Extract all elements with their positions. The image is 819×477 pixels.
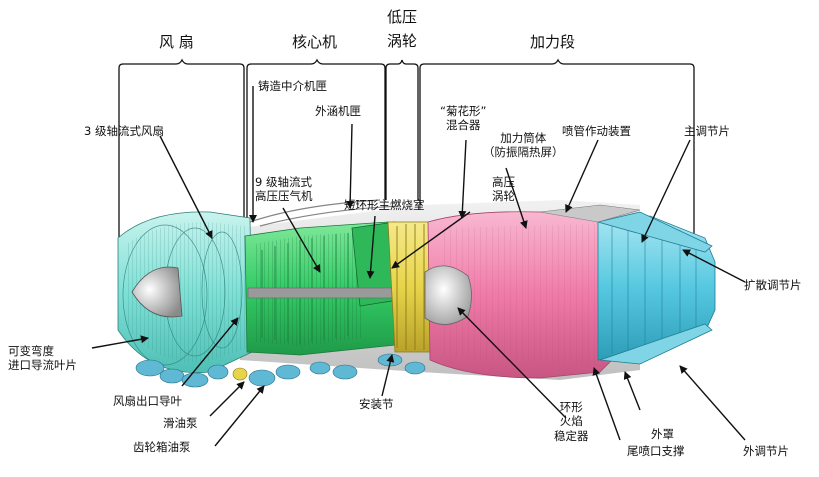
- label-combustor: 短环形主燃烧室: [344, 198, 425, 212]
- label-hp-turbine-line1: 高压: [492, 175, 515, 189]
- label-flame-holder-line2: 火焰: [559, 414, 583, 429]
- label-compressor: 9 级轴流式 高压压气机: [255, 175, 313, 204]
- label-primary-flap: 主调节片: [684, 124, 730, 138]
- label-igv-line1: 可变弯度: [8, 344, 54, 358]
- label-igv: 可变弯度 进口导流叶片: [8, 344, 77, 373]
- label-hp-turbine-line2: 涡轮: [492, 189, 515, 204]
- label-diverging-flap: 扩散调节片: [744, 278, 802, 292]
- label-outer-flap: 外调节片: [743, 444, 789, 458]
- label-flame-holder-line3: 稳定器: [554, 428, 589, 443]
- label-nozzle-support: 尾喷口支撑: [627, 444, 685, 458]
- section-lp-turbine: 低压 涡轮: [387, 10, 417, 49]
- label-flame-holder-line1: 环形: [559, 400, 583, 414]
- label-liner-line2: （防振隔热屏）: [483, 145, 564, 160]
- label-hp-turbine: 高压 涡轮: [492, 175, 515, 204]
- label-flame-holder: 环形 火焰 稳定器: [554, 400, 589, 443]
- section-core: 核心机: [292, 33, 338, 51]
- label-compressor-line1: 9 级轴流式: [255, 175, 312, 189]
- leader-lines: [91, 86, 746, 447]
- label-liner: 加力筒体 （防振隔热屏）: [483, 131, 564, 160]
- label-cast-frame: 铸造中介机匣: [258, 79, 327, 93]
- label-fan-stage: 3 级轴流式风扇: [84, 124, 164, 138]
- section-afterburner: 加力段: [530, 33, 576, 51]
- engine-body: [117, 199, 716, 388]
- label-mixer-line1: “菊花形”: [440, 104, 487, 118]
- label-shroud: 外罩: [651, 427, 674, 441]
- section-lp-turbine-line2: 涡轮: [387, 32, 418, 50]
- section-lp-turbine-line1: 低压: [387, 8, 418, 26]
- label-mount: 安装节: [359, 397, 394, 411]
- label-gear-pump: 齿轮箱油泵: [133, 440, 191, 454]
- label-oil-pump: 滑油泵: [163, 416, 198, 430]
- label-mixer-line2: 混合器: [445, 118, 481, 133]
- label-fan-ogv: 风扇出口导叶: [113, 394, 182, 408]
- label-mixer: “菊花形” 混合器: [440, 104, 486, 133]
- label-bypass-case: 外涵机匣: [315, 104, 361, 118]
- section-brackets: [118, 58, 695, 268]
- label-compressor-line2: 高压压气机: [255, 189, 313, 204]
- label-nozzle-actuator: 喷管作动装置: [562, 124, 631, 138]
- label-liner-line1: 加力筒体: [500, 131, 547, 145]
- accessories: [135, 353, 426, 388]
- section-fan: 风 扇: [159, 33, 194, 51]
- label-igv-line2: 进口导流叶片: [8, 358, 77, 373]
